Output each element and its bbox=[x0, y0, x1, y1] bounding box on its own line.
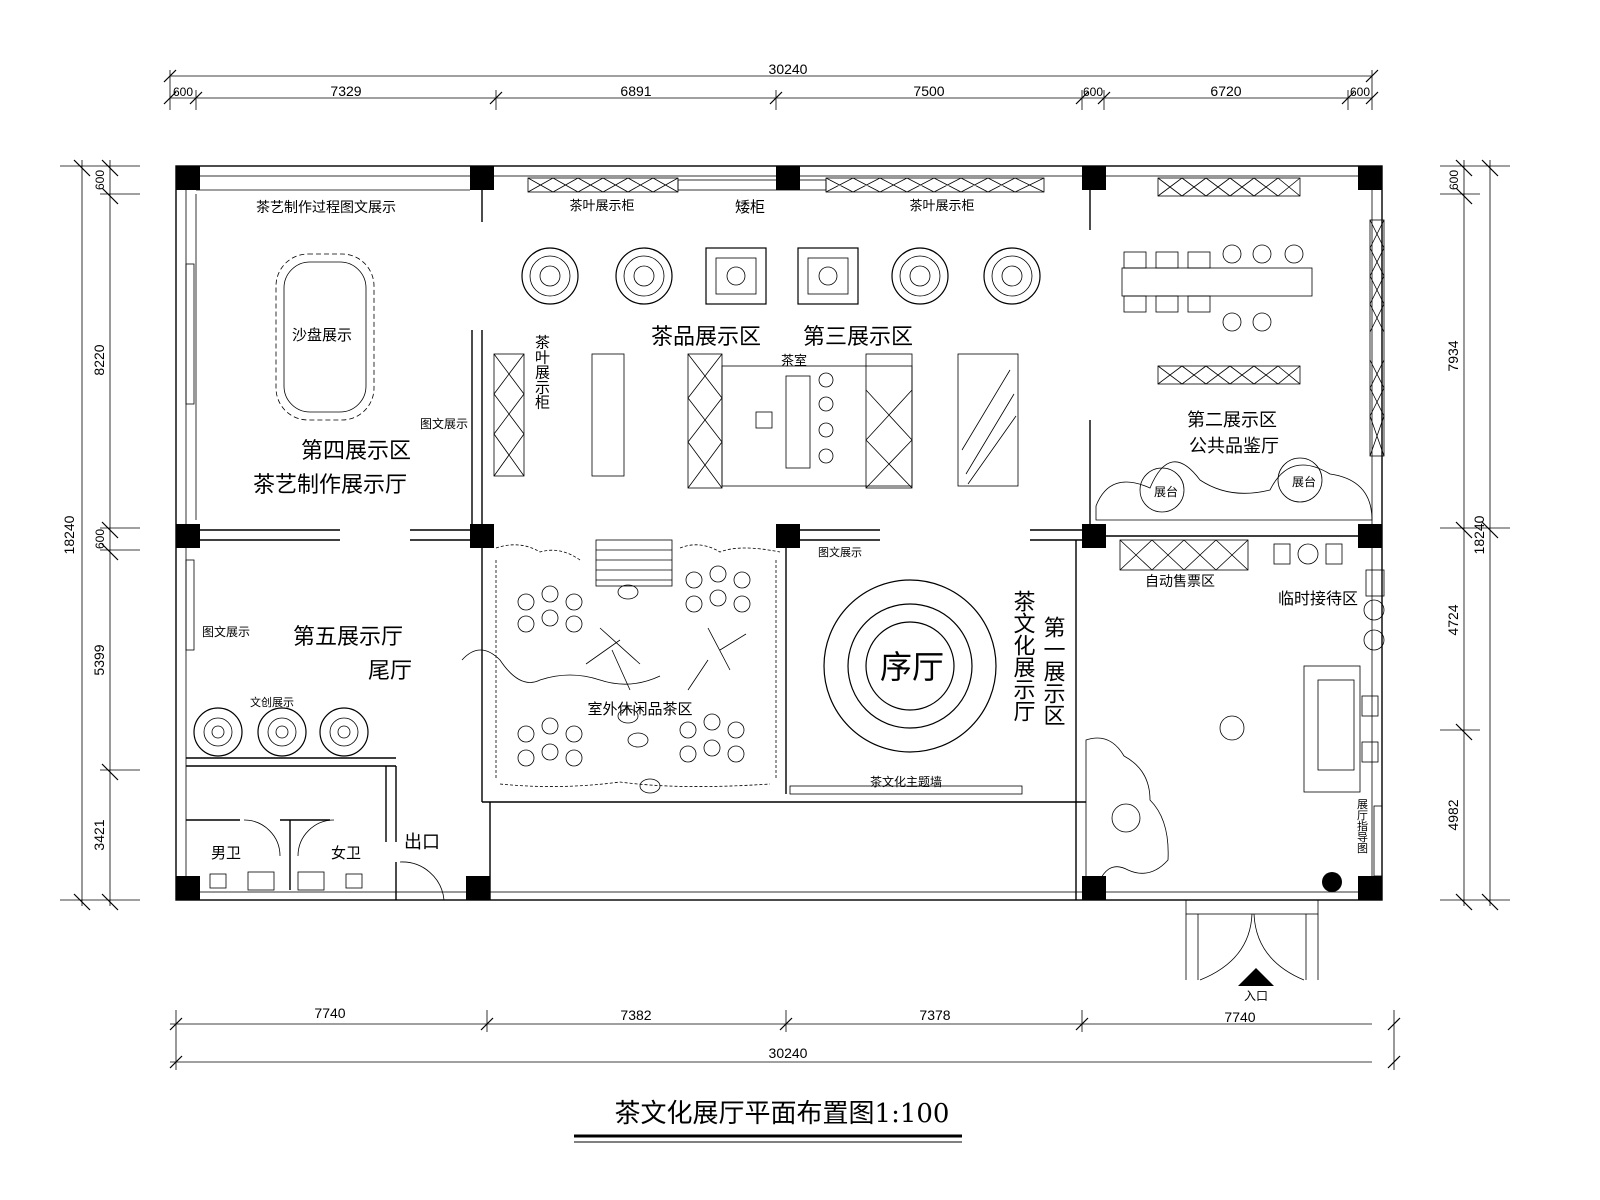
entrance-label: 入口 bbox=[1244, 989, 1268, 1003]
drawing-title: 茶文化展厅平面布置图1:100 bbox=[574, 1099, 962, 1143]
ticket-label: 自动售票区 bbox=[1145, 574, 1215, 590]
dim-left-2: 8220 bbox=[91, 344, 107, 375]
labels: 茶艺制作过程图文展示 沙盘展示 茶叶展示柜 矮柜 茶叶展示柜 茶叶展示柜 茶室 … bbox=[202, 198, 1369, 1003]
tea-cabinet-label-1: 茶叶展示柜 bbox=[569, 198, 634, 214]
dim-bottom-total: 30240 bbox=[769, 1045, 808, 1061]
booth-label-2: 展台 bbox=[1292, 474, 1316, 489]
structural-columns bbox=[176, 166, 1382, 900]
third-zone-label: 第三展示区 bbox=[803, 325, 913, 350]
dim-left-1: 600 bbox=[93, 170, 107, 190]
first-zone-label: 第一展示区 bbox=[1040, 616, 1066, 726]
dim-top-total: 30240 bbox=[769, 61, 808, 77]
sandbox-display bbox=[185, 194, 375, 520]
graphic-label-1: 图文展示 bbox=[420, 416, 468, 431]
dim-top-5: 600 bbox=[1083, 85, 1103, 99]
fifth-hall-label: 第五展示厅 bbox=[293, 625, 403, 650]
dim-right-total: 18240 bbox=[1471, 515, 1487, 554]
dim-bottom-4: 7740 bbox=[1224, 1009, 1255, 1025]
left-dimensions: 18240 600 8220 600 5399 3421 bbox=[60, 159, 140, 911]
dim-top-6: 6720 bbox=[1210, 83, 1241, 99]
courtyard-garden bbox=[461, 539, 781, 794]
booth-label-1: 展台 bbox=[1154, 484, 1178, 499]
tea-cabinet-vertical-label: 茶叶展示柜 bbox=[533, 335, 551, 410]
display-booths-top bbox=[521, 247, 1041, 305]
dim-top-2: 7329 bbox=[330, 83, 361, 99]
dim-top-3: 6891 bbox=[620, 83, 651, 99]
lobby-label: 序厅 bbox=[880, 648, 944, 686]
sandbox-label: 沙盘展示 bbox=[292, 326, 352, 344]
tasting-area bbox=[1095, 177, 1385, 521]
dim-left-3: 600 bbox=[93, 529, 107, 549]
guide-label: 展厅指导图 bbox=[1356, 798, 1369, 854]
dim-top-7: 600 bbox=[1350, 85, 1370, 99]
craft-hall-label: 茶艺制作展示厅 bbox=[253, 473, 407, 498]
title-text: 茶文化展厅平面布置图1:100 bbox=[615, 1099, 950, 1129]
dim-top-4: 7500 bbox=[913, 83, 944, 99]
dim-left-4: 5399 bbox=[91, 644, 107, 675]
second-zone-label: 第二展示区 bbox=[1187, 410, 1277, 431]
graphic-label-2: 图文展示 bbox=[818, 545, 862, 559]
bottom-dimensions: 7740 7382 7378 7740 30240 bbox=[169, 1005, 1401, 1070]
tea-culture-hall-label: 茶文化展示厅 bbox=[1010, 590, 1036, 722]
fifth-hall-items bbox=[185, 559, 369, 891]
dim-bottom-2: 7382 bbox=[620, 1007, 651, 1023]
top-dimensions: 30240 600 7329 6891 7500 600 6720 600 bbox=[163, 61, 1379, 110]
tea-cabinet-label-2: 茶叶展示柜 bbox=[909, 198, 974, 214]
theme-wall-label: 茶文化主题墙 bbox=[870, 774, 942, 789]
dim-bottom-3: 7378 bbox=[919, 1007, 950, 1023]
outdoor-tea-label: 室外休闲品茶区 bbox=[587, 700, 692, 718]
tail-hall-label: 尾厅 bbox=[368, 659, 412, 684]
dim-left-5: 3421 bbox=[91, 819, 107, 850]
top-tea-cabinets bbox=[527, 177, 1045, 193]
dim-right-2: 7934 bbox=[1445, 340, 1461, 371]
reception-label: 临时接待区 bbox=[1278, 589, 1358, 608]
dim-left-total: 18240 bbox=[61, 515, 77, 554]
exit-label: 出口 bbox=[404, 832, 440, 853]
tea-room-structure bbox=[493, 353, 1019, 489]
fourth-zone-label: 第四展示区 bbox=[301, 439, 411, 464]
product-zone-label: 茶品展示区 bbox=[651, 325, 761, 350]
lobby-circles bbox=[789, 579, 1023, 795]
bar-cabinet-label: 矮柜 bbox=[735, 198, 765, 216]
dim-bottom-1: 7740 bbox=[314, 1005, 345, 1021]
dim-right-4: 4982 bbox=[1445, 799, 1461, 830]
ticket-and-reception bbox=[1119, 539, 1385, 892]
creative-label: 文创展示 bbox=[250, 695, 294, 709]
dim-right-1: 600 bbox=[1447, 170, 1461, 190]
mens-wc-label: 男卫 bbox=[211, 844, 241, 862]
dim-right-3: 4724 bbox=[1445, 604, 1461, 635]
rockery bbox=[1085, 737, 1169, 881]
dim-top-1: 600 bbox=[173, 85, 193, 99]
process-wall-label: 茶艺制作过程图文展示 bbox=[256, 200, 396, 216]
public-tasting-label: 公共品鉴厅 bbox=[1189, 436, 1279, 457]
tea-room-label: 茶室 bbox=[781, 353, 807, 369]
womens-wc-label: 女卫 bbox=[331, 844, 361, 862]
graphic-label-3: 图文展示 bbox=[202, 624, 250, 639]
right-dimensions: 600 7934 4724 4982 18240 bbox=[1440, 159, 1510, 911]
